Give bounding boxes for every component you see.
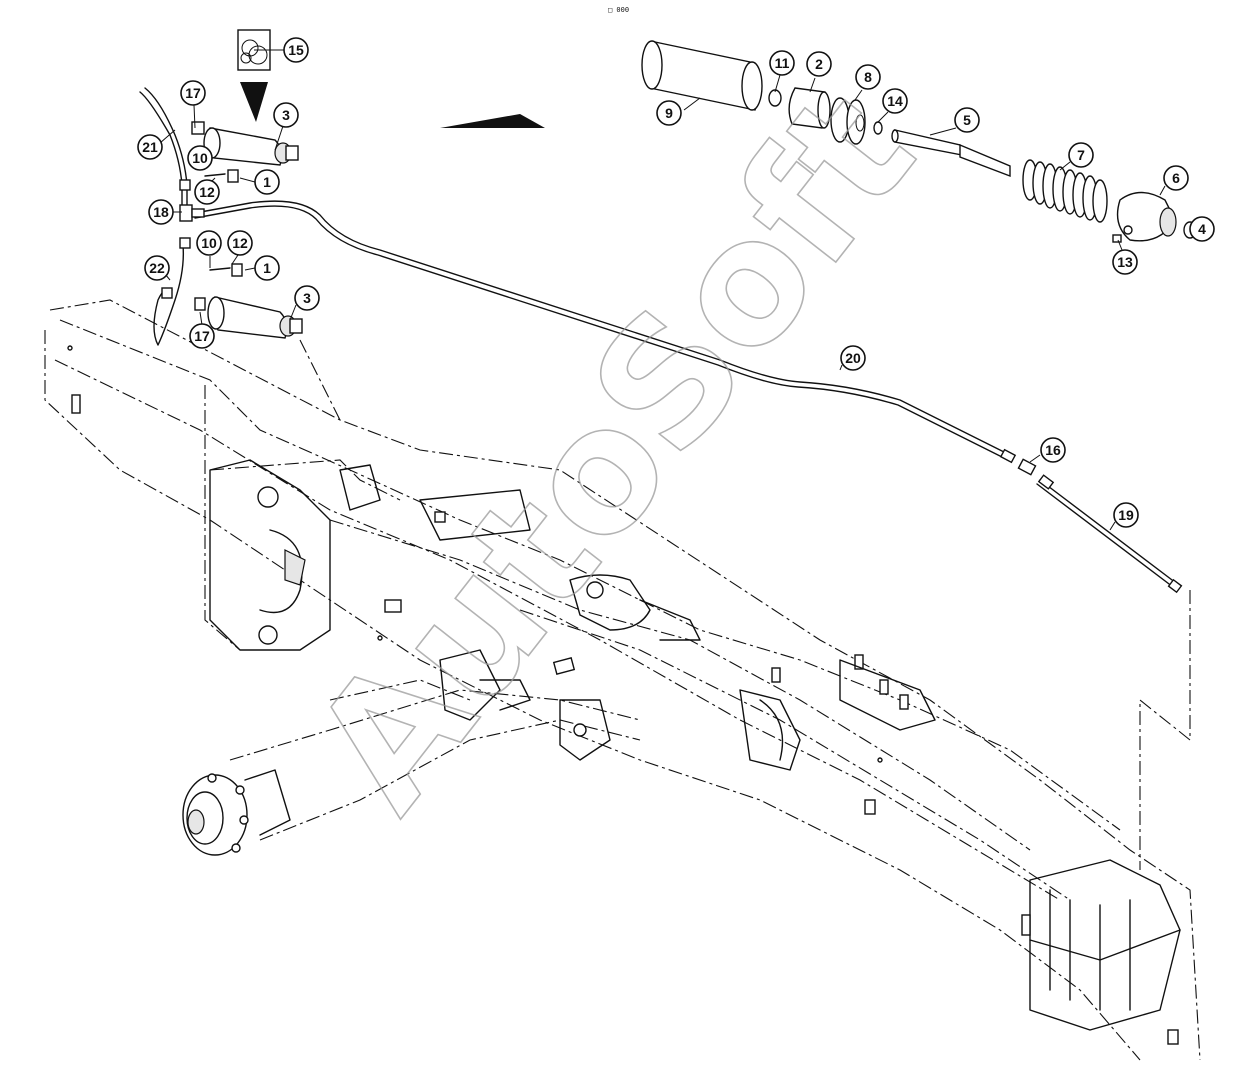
svg-text:10: 10 bbox=[192, 150, 208, 166]
callout-14: 14 bbox=[882, 88, 908, 114]
leader-lines bbox=[159, 49, 1199, 531]
chassis-frame bbox=[44, 299, 1201, 1061]
callout-1-upper: 1 bbox=[254, 169, 280, 195]
svg-text:13: 13 bbox=[1117, 254, 1133, 270]
callout-20: 20 bbox=[840, 345, 866, 371]
hydraulic-cylinder-lower bbox=[194, 296, 303, 339]
svg-text:7: 7 bbox=[1077, 147, 1085, 163]
svg-text:12: 12 bbox=[232, 235, 248, 251]
rear-mounts bbox=[739, 654, 936, 815]
callout-1-lower: 1 bbox=[254, 255, 280, 281]
svg-text:21: 21 bbox=[142, 139, 158, 155]
svg-text:2: 2 bbox=[815, 56, 823, 72]
callout-12-upper: 12 bbox=[194, 179, 220, 205]
svg-text:3: 3 bbox=[303, 290, 311, 306]
callout-4: 4 bbox=[1189, 216, 1215, 242]
callout-12-lower: 12 bbox=[227, 230, 253, 256]
callout-2: 2 bbox=[806, 51, 832, 77]
svg-text:16: 16 bbox=[1045, 442, 1061, 458]
callout-13: 13 bbox=[1112, 249, 1138, 275]
svg-text:17: 17 bbox=[194, 328, 210, 344]
callout-10-upper: 10 bbox=[187, 145, 213, 171]
svg-text:15: 15 bbox=[288, 42, 304, 58]
callout-17-lower: 17 bbox=[189, 323, 215, 349]
svg-text:14: 14 bbox=[887, 93, 903, 109]
watermark: AutoSoft bbox=[276, 57, 952, 845]
callout-3-lower: 3 bbox=[294, 285, 320, 311]
drawing-code: □ 000 bbox=[608, 6, 629, 14]
callouts: 15 3 17 21 10 1 12 18 10 12 1 22 3 17 9 … bbox=[137, 37, 1215, 528]
svg-text:4: 4 bbox=[1198, 221, 1206, 237]
svg-text:8: 8 bbox=[864, 69, 872, 85]
callout-9: 9 bbox=[656, 100, 682, 126]
callout-11: 11 bbox=[769, 50, 795, 76]
pins-and-clips bbox=[204, 169, 243, 277]
callout-3-upper: 3 bbox=[273, 102, 299, 128]
svg-text:22: 22 bbox=[149, 260, 165, 276]
exploded-cylinder bbox=[641, 40, 1197, 243]
wheel-hub bbox=[182, 769, 291, 856]
callout-19: 19 bbox=[1113, 502, 1139, 528]
callout-22: 22 bbox=[144, 255, 170, 281]
callout-8: 8 bbox=[855, 64, 881, 90]
svg-text:6: 6 bbox=[1172, 170, 1180, 186]
callout-17-upper: 17 bbox=[180, 80, 206, 106]
svg-text:1: 1 bbox=[263, 260, 271, 276]
callout-16: 16 bbox=[1040, 437, 1066, 463]
svg-text:17: 17 bbox=[185, 85, 201, 101]
svg-text:3: 3 bbox=[282, 107, 290, 123]
callout-6: 6 bbox=[1163, 165, 1189, 191]
spring bbox=[1022, 159, 1108, 223]
svg-text:20: 20 bbox=[845, 350, 861, 366]
hydraulic-lines bbox=[139, 87, 1183, 594]
svg-text:11: 11 bbox=[775, 55, 790, 71]
direction-arrows bbox=[240, 82, 545, 128]
svg-text:18: 18 bbox=[153, 204, 169, 220]
callout-5: 5 bbox=[954, 107, 980, 133]
callout-15: 15 bbox=[283, 37, 309, 63]
svg-text:9: 9 bbox=[665, 105, 673, 121]
svg-text:12: 12 bbox=[199, 184, 215, 200]
callout-18: 18 bbox=[148, 199, 174, 225]
rear-hitch bbox=[1021, 859, 1181, 1045]
callout-10-lower: 10 bbox=[196, 230, 222, 256]
callout-21: 21 bbox=[137, 134, 163, 160]
callout-7: 7 bbox=[1068, 142, 1094, 168]
svg-text:1: 1 bbox=[263, 174, 271, 190]
svg-text:19: 19 bbox=[1118, 507, 1134, 523]
svg-text:5: 5 bbox=[963, 112, 971, 128]
svg-text:10: 10 bbox=[201, 235, 217, 251]
frame-details bbox=[67, 345, 1181, 1045]
